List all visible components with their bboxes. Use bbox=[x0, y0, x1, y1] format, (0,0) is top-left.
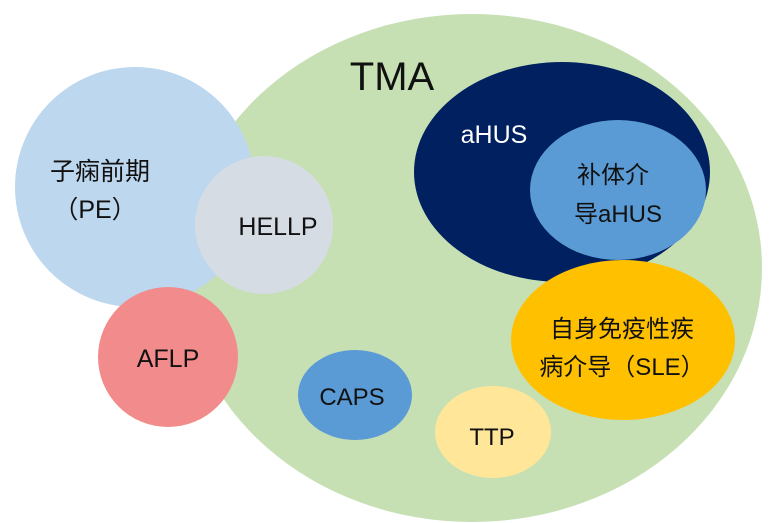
pe-label-line2: （PE） bbox=[53, 196, 136, 224]
hellp-label: HELLP bbox=[238, 213, 317, 241]
tma-label: TMA bbox=[350, 55, 435, 99]
sle-line2: 病介导（SLE） bbox=[539, 354, 704, 381]
ttp-ellipse bbox=[435, 386, 551, 478]
complement-ahus-line2: 导aHUS bbox=[574, 201, 662, 228]
sle-line1: 自身免疫性疾 bbox=[550, 316, 694, 343]
sle-ellipse bbox=[511, 260, 735, 420]
complement-ahus-line1: 补体介 bbox=[577, 162, 649, 189]
ttp-label: TTP bbox=[469, 424, 514, 451]
complement-ahus-ellipse bbox=[530, 120, 706, 260]
pe-circle bbox=[15, 67, 255, 307]
caps-label: CAPS bbox=[319, 384, 384, 411]
ahus-label: aHUS bbox=[461, 121, 528, 149]
aflp-circle bbox=[98, 287, 238, 427]
caps-ellipse bbox=[298, 350, 412, 440]
hellp-circle bbox=[195, 156, 333, 294]
aflp-label: AFLP bbox=[137, 345, 200, 373]
pe-label-line1: 子痫前期 bbox=[50, 158, 150, 186]
